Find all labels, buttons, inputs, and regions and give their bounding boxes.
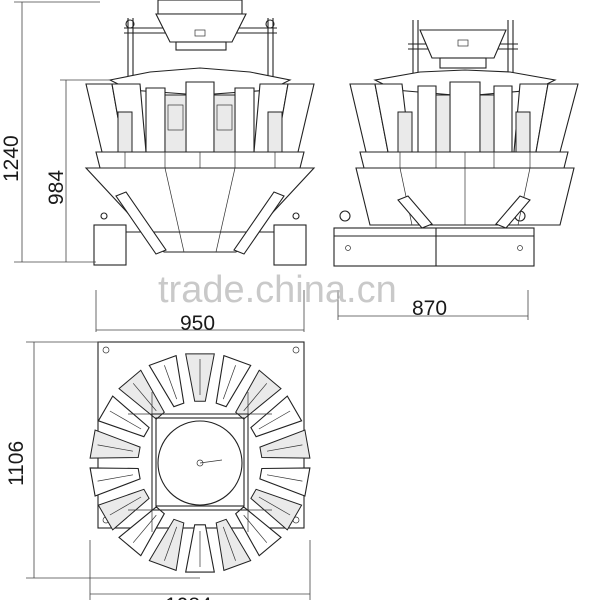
bucket: [89, 467, 141, 497]
dim-body-height: 984: [45, 170, 68, 205]
bucket-center-line: [132, 514, 157, 543]
bucket-center-line: [109, 496, 142, 516]
bucket-center-line: [97, 444, 134, 452]
dimension-lines: [14, 1, 529, 600]
dim-side-width: 870: [412, 297, 447, 320]
dim-top-width: 1084: [165, 594, 212, 600]
bucket-center-line: [243, 514, 268, 543]
bucket: [259, 467, 311, 497]
bucket-center-line: [258, 410, 291, 430]
dim-top-depth: 1106: [5, 441, 28, 486]
watermark: trade.china.cn: [158, 269, 397, 311]
radial-buckets: [89, 353, 311, 573]
bucket-center-line: [164, 526, 178, 561]
bucket-center-line: [243, 383, 268, 412]
top-view: [89, 341, 311, 573]
dim-total-height: 1240: [0, 135, 23, 182]
front-view: [84, 0, 316, 266]
dim-front-width: 950: [180, 312, 215, 335]
bucket-center-line: [266, 444, 303, 452]
side-view: [333, 20, 579, 267]
bucket-center-line: [164, 365, 178, 400]
bucket: [89, 429, 141, 459]
bucket-center-line: [222, 365, 236, 400]
bucket-center-line: [266, 474, 303, 482]
bucket: [259, 429, 311, 459]
bucket-center-line: [222, 526, 236, 561]
bucket-center-line: [258, 496, 291, 516]
bucket-center-line: [109, 410, 142, 430]
bucket-center-line: [132, 383, 157, 412]
bucket-center-line: [97, 474, 134, 482]
